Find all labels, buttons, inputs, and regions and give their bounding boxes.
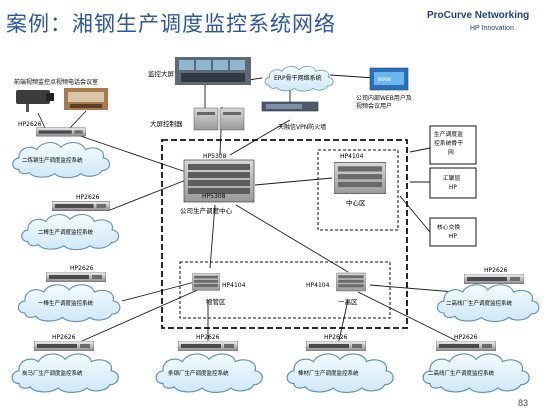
switch-icon — [464, 274, 524, 284]
switch-icon — [306, 341, 366, 351]
switch-icon — [34, 341, 94, 351]
vpn-firewall-icon — [261, 101, 319, 112]
logo-subtitle: HP Innovation — [470, 25, 514, 32]
page-title: 案例：湘钢生产调度监控系统网络 — [6, 12, 336, 36]
center-switch-icon — [334, 162, 386, 194]
erp-label: ERP骨干网络系统 — [274, 74, 322, 82]
procurve-logo: ProCurve Networking — [427, 10, 530, 21]
cloud-label: 二高线厂生产调度监控系统 — [428, 369, 495, 377]
switch-model-label: HP2626 — [52, 334, 76, 341]
switch-model-label: HP2626 — [484, 267, 508, 274]
camera-label: 前端视频监控点 — [14, 78, 56, 86]
core-network-boundary — [161, 139, 408, 329]
center-area-label: 中心区 — [346, 198, 366, 207]
lower-area-boundary — [179, 261, 391, 319]
web-users-icon: www — [369, 67, 409, 91]
dispatch-center-label: 公司生产调度中心 — [180, 206, 233, 215]
switch-icon — [46, 272, 106, 282]
vpn-label: 天融信VPN防火墙 — [278, 123, 326, 131]
gaoqu-switch-model-label: HP4104 — [306, 282, 330, 289]
cloud-label: 二炼钢生产调度监控系统 — [22, 156, 83, 164]
page-number: 83 — [518, 398, 529, 408]
screen-controller-label: 大屏控制器 — [150, 119, 183, 128]
cloud-label: 一棒生产调度监控系统 — [38, 299, 94, 307]
gaoqu-area-label: 一高区 — [338, 297, 358, 306]
connection-lines — [59, 68, 466, 346]
switch-model-label: HP2626 — [18, 121, 42, 128]
switch-model-label: HP2626 — [70, 265, 94, 272]
camera-icon — [16, 90, 54, 112]
core-switch-model-tag: HP5308 — [202, 193, 226, 200]
wuguan-area-label: 物管区 — [206, 297, 226, 306]
cloud-label: 二棒生产调度监控系统 — [38, 228, 94, 236]
cloud-label: 炭马厂生产调度监控系统 — [22, 369, 83, 377]
switch-icon — [178, 341, 238, 351]
center-switch-model-label: HP4104 — [340, 153, 364, 160]
switch-icon — [52, 201, 110, 211]
center-area-boundary — [317, 149, 399, 231]
screen-controller-icon — [193, 107, 245, 131]
videoconference-label: 视频电话会议室 — [56, 78, 98, 86]
legend — [429, 125, 477, 247]
gaoqu-switch-icon — [336, 272, 366, 292]
wuguan-switch-model-label: HP4104 — [222, 282, 246, 289]
svg-text:www: www — [377, 77, 392, 83]
cloud-label: 二高线厂生产调度监控系统 — [446, 299, 513, 307]
cloud-label: 条钢厂生产调度监控系统 — [168, 369, 229, 377]
core-switch-model-label: HP5308 — [203, 153, 227, 160]
legend-backbone: 生产调度监 控系统骨干 网 — [434, 130, 465, 156]
monitor-wall-icon — [175, 57, 251, 85]
switch-icon — [436, 341, 496, 351]
wuguan-switch-icon — [192, 273, 220, 291]
monitor-wall-label: 监控大屏 — [148, 69, 175, 78]
cloud-label: 棒材厂生产调度监控系统 — [298, 369, 359, 377]
legend-aggregation: 汇聚层 HP — [443, 174, 462, 191]
videoconference-room-icon — [64, 88, 108, 110]
switch-model-label: HP2626 — [196, 334, 220, 341]
web-users-label: 公司内部WEB用户及视频会议用户 — [356, 94, 412, 110]
legend-core: 核心交换 HP — [437, 223, 462, 240]
switch-model-label: HP2626 — [76, 194, 100, 201]
switch-model-label: HP2626 — [324, 334, 348, 341]
switch-icon — [36, 127, 86, 137]
core-switch-icon — [183, 159, 255, 203]
switch-model-label: HP2626 — [454, 334, 478, 341]
